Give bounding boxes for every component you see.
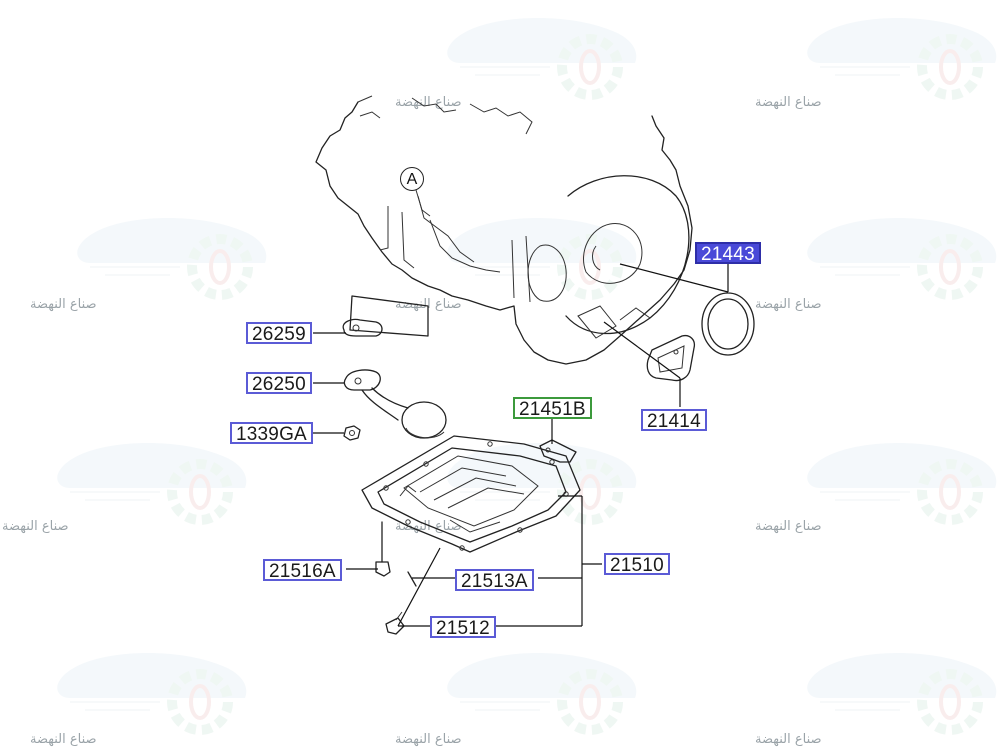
part-label-21516A[interactable]: 21516A: [263, 559, 342, 582]
part-label-1339GA[interactable]: 1339GA: [230, 422, 313, 445]
watermark-text: صناع النهضة: [755, 297, 822, 312]
watermark-text: صناع النهضة: [395, 95, 462, 110]
watermark-layer: [57, 18, 996, 730]
watermark-text: صناع النهضة: [755, 95, 822, 110]
part-26259-drawing: [342, 295, 429, 337]
watermark-text: صناع النهضة: [2, 519, 69, 534]
part-26250-drawing: [343, 369, 447, 439]
leader-lines: [313, 262, 729, 627]
part-label-21513A[interactable]: 21513A: [455, 569, 534, 592]
watermark-text: صناع النهضة: [395, 732, 462, 747]
part-21513A-drawing: [407, 571, 417, 587]
part-21516A-drawing: [375, 521, 391, 577]
part-21510-drawing: [361, 435, 581, 553]
part-label-21510[interactable]: 21510: [604, 553, 670, 576]
callout-a: A: [400, 167, 424, 191]
part-label-21414[interactable]: 21414: [641, 409, 707, 432]
watermark-text: صناع النهضة: [30, 297, 97, 312]
watermark-text: صناع النهضة: [755, 732, 822, 747]
part-label-26250[interactable]: 26250: [246, 372, 312, 395]
part-21512-drawing: [385, 611, 405, 635]
watermark-text: صناع النهضة: [30, 732, 97, 747]
part-label-26259[interactable]: 26259: [246, 322, 312, 345]
watermark-text: صناع النهضة: [395, 297, 462, 312]
part-label-21443[interactable]: 21443: [695, 242, 761, 265]
part-21443-drawing: [701, 292, 755, 356]
transmission-case-drawing: [315, 95, 693, 365]
watermark-text: صناع النهضة: [395, 519, 462, 534]
part-label-21451B[interactable]: 21451B: [513, 397, 592, 420]
watermark-texts: صناع النهضة صناع النهضة صناع النهضة صناع…: [2, 95, 822, 747]
watermark-text: صناع النهضة: [755, 519, 822, 534]
part-1339GA-drawing: [343, 425, 361, 441]
part-21414-drawing: [646, 334, 696, 382]
part-label-21512[interactable]: 21512: [430, 616, 496, 639]
